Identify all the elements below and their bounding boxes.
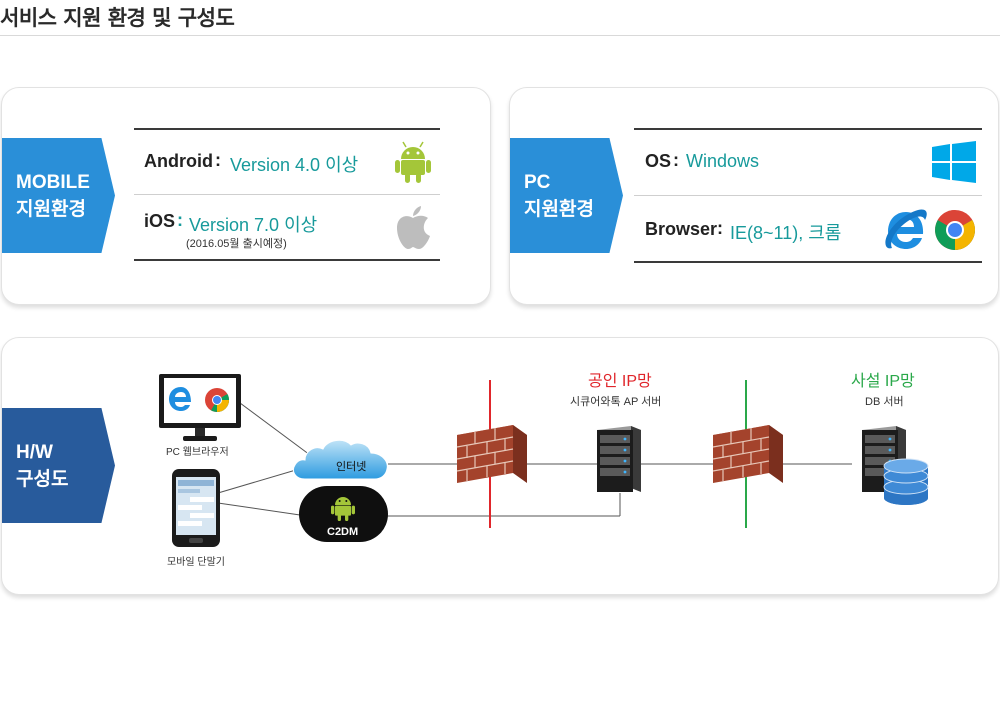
browser-separator: : [717, 218, 723, 238]
ios-label: iOS [144, 211, 176, 231]
hw-tag-line1: H/W [16, 441, 53, 463]
internet-label: 인터넷 [336, 461, 367, 473]
public-zone-title: 공인 IP망 [588, 373, 652, 390]
chrome-icon [935, 210, 975, 250]
mobile-tag-line1: MOBILE [16, 171, 90, 193]
firewall-icon [456, 425, 527, 483]
browser-label: Browser [645, 219, 718, 239]
smartphone-icon [172, 469, 220, 547]
private-zone-title: 사설 IP망 [851, 373, 915, 390]
browser-value: IE(8~11), 크롬 [730, 223, 842, 243]
mobile-tag-line2: 지원환경 [16, 198, 86, 220]
ie-icon [885, 209, 927, 249]
windows-icon [932, 141, 976, 183]
hw-tag-line2: 구성도 [16, 468, 69, 490]
pc-mid-rule [634, 195, 982, 196]
os-label: OS [645, 151, 672, 171]
ios-version: Version 7.0 이상 [189, 215, 318, 235]
pc-tag-line1: PC [524, 171, 551, 193]
monitor-icon [159, 374, 241, 441]
os-separator: : [673, 150, 679, 170]
ios-separator: : [177, 210, 183, 230]
android-separator: : [215, 150, 221, 170]
database-icon [862, 426, 929, 505]
mobile-bottom-rule [134, 259, 440, 261]
hw-diagram-tag: H/W 구성도 [2, 408, 115, 523]
server-icon [597, 426, 641, 492]
os-value: Windows [686, 151, 760, 171]
pc-support-tag: PC 지원환경 [510, 138, 623, 253]
cloud-icon [292, 439, 388, 480]
firewall-icon-private [712, 425, 783, 483]
pc-tag-line2: 지원환경 [524, 198, 594, 220]
mobile-top-rule [134, 128, 440, 130]
c2dm-android-icon [331, 497, 355, 521]
apple-icon [397, 206, 430, 249]
android-label: Android [144, 151, 213, 171]
mobile-device-label: 모바일 단말기 [167, 557, 225, 568]
page-title: 서비스 지원 환경 및 구성도 [0, 6, 235, 30]
public-zone-subtitle: 시큐어와톡 AP 서버 [570, 396, 662, 408]
c2dm-label: C2DM [327, 526, 359, 538]
pc-browser-label: PC 웹브라우저 [166, 447, 229, 458]
private-zone-subtitle: DB 서버 [865, 396, 904, 408]
mobile-mid-rule [134, 194, 440, 195]
android-icon [395, 141, 431, 183]
ios-release-note: (2016.05월 출시예정) [186, 238, 287, 250]
pc-top-rule [634, 128, 982, 130]
android-version: Version 4.0 이상 [230, 155, 359, 175]
title-divider [0, 35, 1000, 36]
pc-bottom-rule [634, 261, 982, 263]
mobile-support-tag: MOBILE 지원환경 [2, 138, 115, 253]
